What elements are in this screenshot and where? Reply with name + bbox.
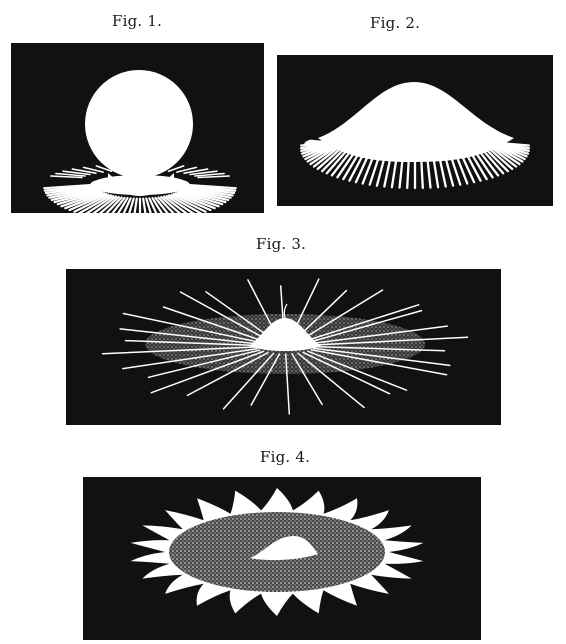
figure-1-plate bbox=[8, 40, 267, 216]
figure-3-illustration bbox=[63, 266, 504, 428]
figure-4-illustration bbox=[80, 474, 484, 640]
figure-4-caption: Fig. 4. bbox=[260, 450, 310, 465]
figure-2-caption: Fig. 2. bbox=[370, 16, 420, 31]
figure-2-plate bbox=[274, 52, 556, 209]
figure-1-caption: Fig. 1. bbox=[112, 14, 162, 29]
figure-4-plate bbox=[80, 474, 484, 640]
figure-2-illustration bbox=[274, 52, 556, 209]
figure-1-sphere bbox=[85, 70, 193, 178]
figure-1-illustration bbox=[8, 40, 267, 216]
figure-3-plate bbox=[63, 266, 504, 428]
figure-3-caption: Fig. 3. bbox=[256, 237, 306, 252]
